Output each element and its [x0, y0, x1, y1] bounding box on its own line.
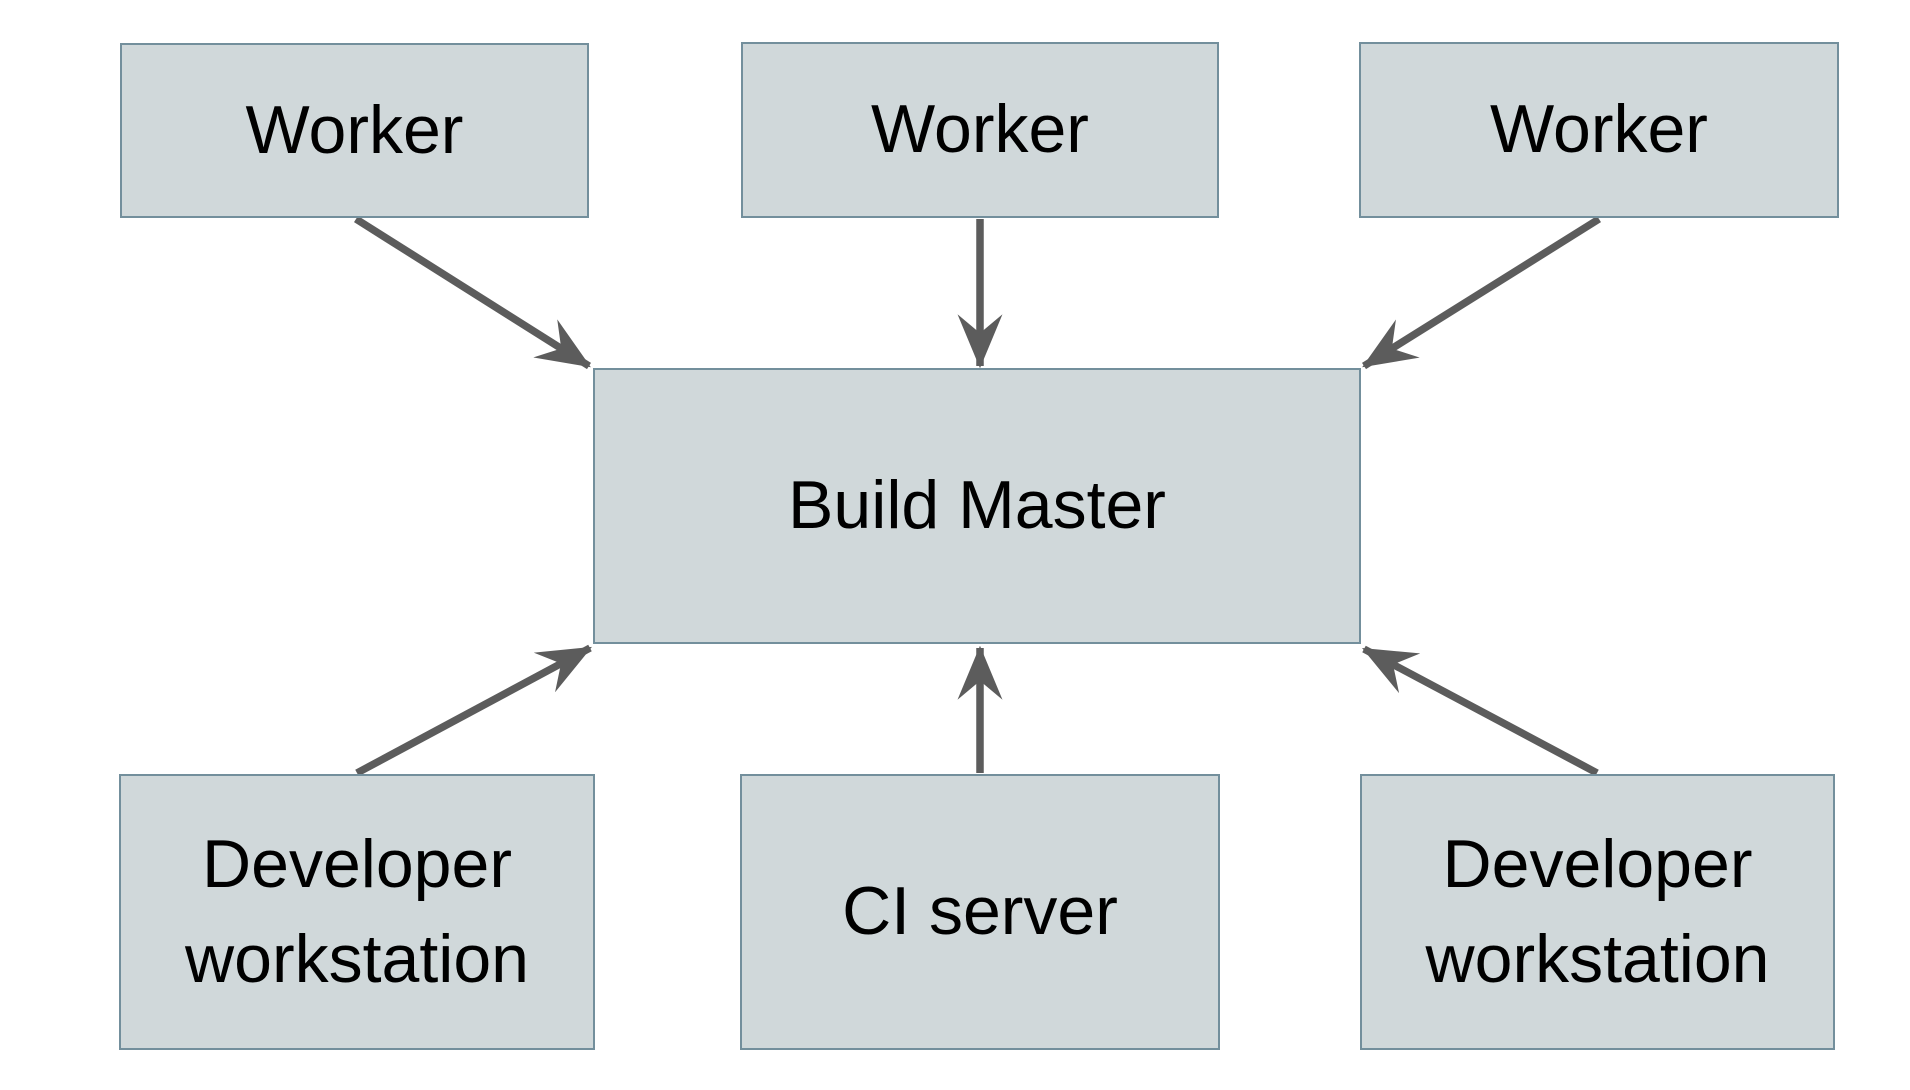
node-ci-server-label: CI server: [842, 873, 1118, 950]
node-build-master: Build Master: [593, 368, 1361, 644]
node-worker-3-label: Worker: [1490, 91, 1708, 168]
node-ci-server: CI server: [740, 774, 1220, 1050]
arrow-developer-workstation-left-to-build-master: [355, 644, 592, 777]
node-build-master-label: Build Master: [788, 467, 1166, 544]
node-worker-2: Worker: [741, 42, 1219, 218]
node-developer-workstation-left: Developer workstation: [119, 774, 595, 1050]
node-worker-1-label: Worker: [245, 91, 464, 168]
node-worker-2-label: Worker: [871, 91, 1089, 168]
node-developer-workstation-left-label: Developer workstation: [185, 825, 529, 997]
node-developer-workstation-right: Developer workstation: [1360, 774, 1835, 1050]
arrow-developer-workstation-right-to-build-master: [1362, 645, 1599, 777]
arrow-worker-1-to-build-master: [353, 215, 592, 370]
node-developer-workstation-right-label: Developer workstation: [1425, 825, 1770, 997]
node-worker-1: Worker: [120, 43, 589, 218]
node-worker-3: Worker: [1359, 42, 1839, 218]
arrow-worker-3-to-build-master: [1362, 215, 1601, 370]
